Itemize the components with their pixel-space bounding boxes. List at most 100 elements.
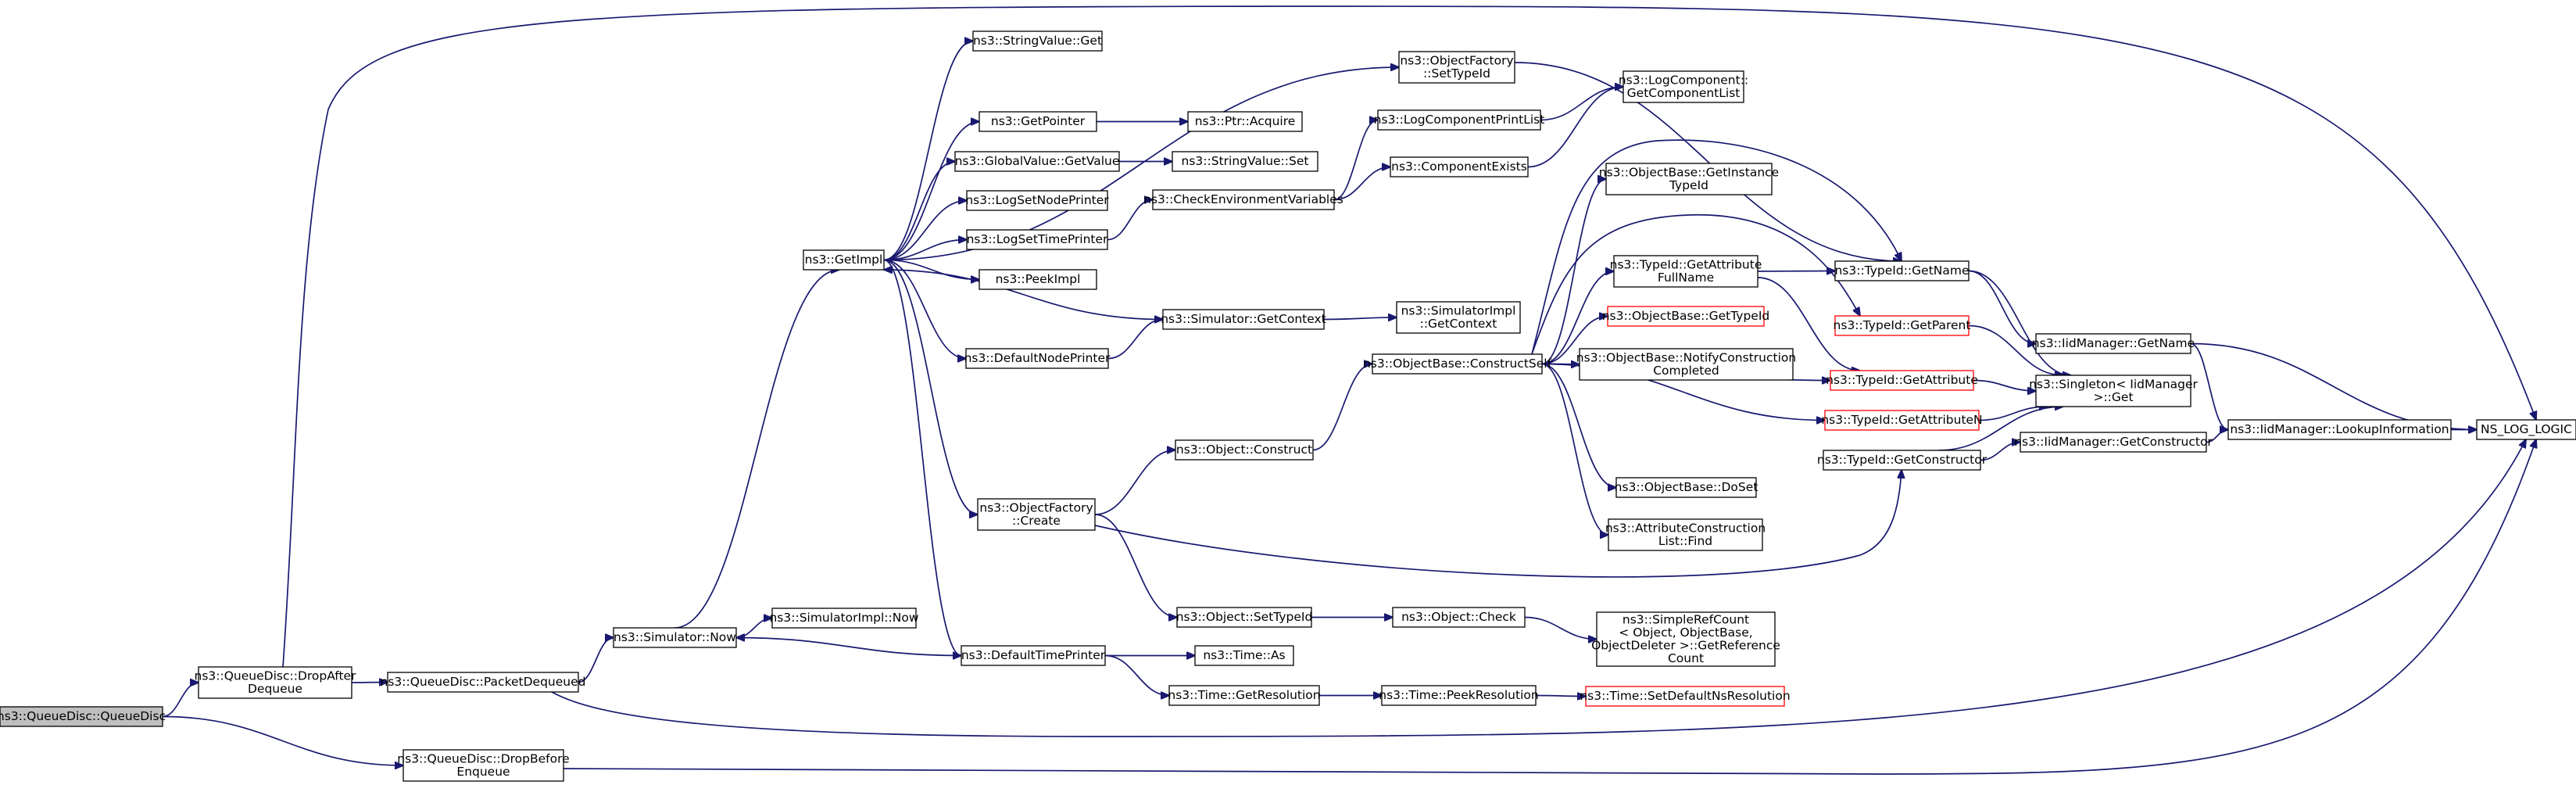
node-label: ns3::Ptr::Acquire xyxy=(1195,114,1296,128)
node-obgettypeid[interactable]: ns3::ObjectBase::GetTypeId xyxy=(1602,306,1770,327)
node-defaultnodeprinter[interactable]: ns3::DefaultNodePrinter xyxy=(964,348,1111,369)
node-label: ns3::GetImpl xyxy=(805,253,883,267)
node-iidlookup[interactable]: ns3::IidManager::LookupInformation xyxy=(2227,419,2452,440)
node-box xyxy=(0,706,163,727)
node-queuedisc[interactable]: ns3::QueueDisc::QueueDisc xyxy=(0,706,166,727)
node-label: ns3::SimpleRefCount xyxy=(1623,612,1749,626)
node-label: ::Create xyxy=(1012,514,1061,528)
node-typeidgetparent[interactable]: ns3::TypeId::GetParent xyxy=(1834,315,1971,336)
node-simplerefcount[interactable]: ns3::SimpleRefCount< Object, ObjectBase,… xyxy=(1591,611,1780,667)
node-label: ns3::ObjectFactory xyxy=(1400,53,1513,67)
node-logsetnode[interactable]: ns3::LogSetNodePrinter xyxy=(965,190,1109,211)
edge-constructself-to-typeidgetname xyxy=(1531,139,1902,355)
edge-typeidgetname-to-iidgetname xyxy=(1968,270,2036,344)
node-objectsettypeid[interactable]: ns3::Object::SetTypeId xyxy=(1176,607,1313,628)
edge-getimpl-to-logsetnode xyxy=(883,201,967,261)
edge-constructself-to-obgettypeid xyxy=(1541,317,1608,365)
node-box xyxy=(1162,309,1325,330)
node-label: ns3::DefaultTimePrinter xyxy=(961,648,1106,662)
node-box xyxy=(1172,151,1318,172)
edge-simnow-to-getimpl xyxy=(674,270,839,629)
node-label: Completed xyxy=(1653,364,1719,378)
edge-simgetcontext-to-simimplgetcontext xyxy=(1323,317,1397,320)
node-label: ns3::AttributeConstruction xyxy=(1605,521,1766,535)
node-setdefaultns[interactable]: ns3::Time::SetDefaultNsResolution xyxy=(1580,686,1791,707)
node-box xyxy=(1168,685,1320,706)
edge-constructself-to-obgetinstance xyxy=(1541,179,1606,365)
edge-checkenv-to-logcompprint xyxy=(1333,120,1378,201)
edge-compexists-to-logcompgetlist xyxy=(1527,87,1623,168)
edge-constructself-to-obdoset xyxy=(1541,363,1616,488)
node-box xyxy=(1615,477,1757,498)
node-timepeekres[interactable]: ns3::Time::PeekResolution xyxy=(1379,685,1539,706)
edge-simgetcontext-to-getimpl xyxy=(884,270,1164,321)
node-packetdequeued[interactable]: ns3::QueueDisc::PacketDequeued xyxy=(381,672,586,693)
edge-defaulttimeprinter-to-timegetres xyxy=(1104,654,1169,696)
node-objectfactorycreate[interactable]: ns3::ObjectFactory::Create xyxy=(977,498,1096,531)
node-getpointer[interactable]: ns3::GetPointer xyxy=(979,111,1097,132)
node-nslog[interactable]: NS_LOG_LOGIC xyxy=(2476,419,2576,440)
node-simimplgetcontext[interactable]: ns3::SimulatorImpl::GetContext xyxy=(1396,301,1521,334)
node-logcompgetlist[interactable]: ns3::LogComponent::GetComponentList xyxy=(1619,70,1748,103)
edge-getimpl-to-stringvalueget xyxy=(883,41,973,261)
node-logsettime[interactable]: ns3::LogSetTimePrinter xyxy=(966,229,1108,250)
node-globalvalue[interactable]: ns3::GlobalValue::GetValue xyxy=(954,151,1120,172)
node-simgetcontext[interactable]: ns3::Simulator::GetContext xyxy=(1161,309,1326,330)
node-checkenv[interactable]: ns3::CheckEnvironmentVariables xyxy=(1143,189,1343,210)
node-label: ns3::Time::GetResolution xyxy=(1168,688,1320,702)
node-label: ns3::Simulator::GetContext xyxy=(1161,312,1326,326)
node-box xyxy=(954,151,1120,172)
node-iidgetname[interactable]: ns3::IidManager::GetName xyxy=(2032,333,2195,354)
node-objectconstruct[interactable]: ns3::Object::Construct xyxy=(1175,439,1314,461)
node-obnotify[interactable]: ns3::ObjectBase::NotifyConstructionCompl… xyxy=(1576,348,1796,381)
node-label: ns3::LogComponentPrintList xyxy=(1374,113,1545,127)
node-label: ns3::StringValue::Set xyxy=(1182,154,1309,168)
node-box xyxy=(977,498,1096,531)
node-label: ns3::ObjectFactory xyxy=(979,500,1093,514)
edge-packetdequeued-to-nslog xyxy=(551,439,2526,737)
node-typeidgetattr[interactable]: ns3::TypeId::GetAttribute xyxy=(1826,370,1978,391)
node-singletonget[interactable]: ns3::Singleton< IidManager>::Get xyxy=(2029,375,2199,407)
node-label: ns3::QueueDisc::QueueDisc xyxy=(0,709,166,723)
node-logcompprint[interactable]: ns3::LogComponentPrintList xyxy=(1374,109,1545,131)
node-timegetres[interactable]: ns3::Time::GetResolution xyxy=(1168,685,1321,706)
node-compexists[interactable]: ns3::ComponentExists xyxy=(1390,156,1529,177)
node-iidgetconstructor[interactable]: ns3::IidManager::GetConstructor xyxy=(2014,432,2213,453)
node-box xyxy=(1613,255,1758,288)
node-box xyxy=(1396,301,1521,334)
node-ofsettypeid[interactable]: ns3::ObjectFactory::SetTypeId xyxy=(1398,51,1515,84)
node-simimplnow[interactable]: ns3::SimulatorImpl::Now xyxy=(769,608,919,629)
node-constructself[interactable]: ns3::ObjectBase::ConstructSelf xyxy=(1363,353,1552,375)
node-label: ns3::ComponentExists xyxy=(1391,160,1527,174)
node-label: Count xyxy=(1668,651,1704,665)
node-defaulttimeprinter[interactable]: ns3::DefaultTimePrinter xyxy=(961,645,1106,666)
node-timeas[interactable]: ns3::Time::As xyxy=(1194,645,1294,666)
node-peekimpl[interactable]: ns3::PeekImpl xyxy=(979,269,1097,290)
node-ptracquire[interactable]: ns3::Ptr::Acquire xyxy=(1187,111,1303,132)
node-label: ns3::PeekImpl xyxy=(996,272,1081,286)
node-typeidgetattrn[interactable]: ns3::TypeId::GetAttributeN xyxy=(1821,410,1983,431)
node-typeidgetname[interactable]: ns3::TypeId::GetName xyxy=(1834,260,1970,281)
node-typeidgetconstructor[interactable]: ns3::TypeId::GetConstructor xyxy=(1817,450,1987,471)
node-simnow[interactable]: ns3::Simulator::Now xyxy=(613,627,737,648)
node-getimpl[interactable]: ns3::GetImpl xyxy=(803,249,885,271)
edge-typeidgetattrn-to-singletonget xyxy=(1978,407,2048,421)
edge-getimpl-to-getpointer xyxy=(883,122,979,261)
node-stringvalueget[interactable]: ns3::StringValue::Get xyxy=(972,30,1103,52)
node-box xyxy=(1152,189,1335,210)
edge-getimpl-to-objectfactorycreate xyxy=(883,259,978,515)
node-label: ns3::TypeId::GetParent xyxy=(1834,318,1971,332)
edge-constructself-to-typeidgetattrfull xyxy=(1541,271,1614,365)
node-objectcheck[interactable]: ns3::Object::Check xyxy=(1392,607,1526,628)
node-obdoset[interactable]: ns3::ObjectBase::DoSet xyxy=(1615,477,1758,498)
node-label: ns3::IidManager::GetName xyxy=(2032,336,2195,350)
node-label: ::GetContext xyxy=(1420,317,1497,331)
node-box xyxy=(2476,419,2576,440)
edge-typeidgetattrfull-to-typeidgetattr xyxy=(1757,277,1860,371)
node-stringvalueset[interactable]: ns3::StringValue::Set xyxy=(1172,151,1318,172)
